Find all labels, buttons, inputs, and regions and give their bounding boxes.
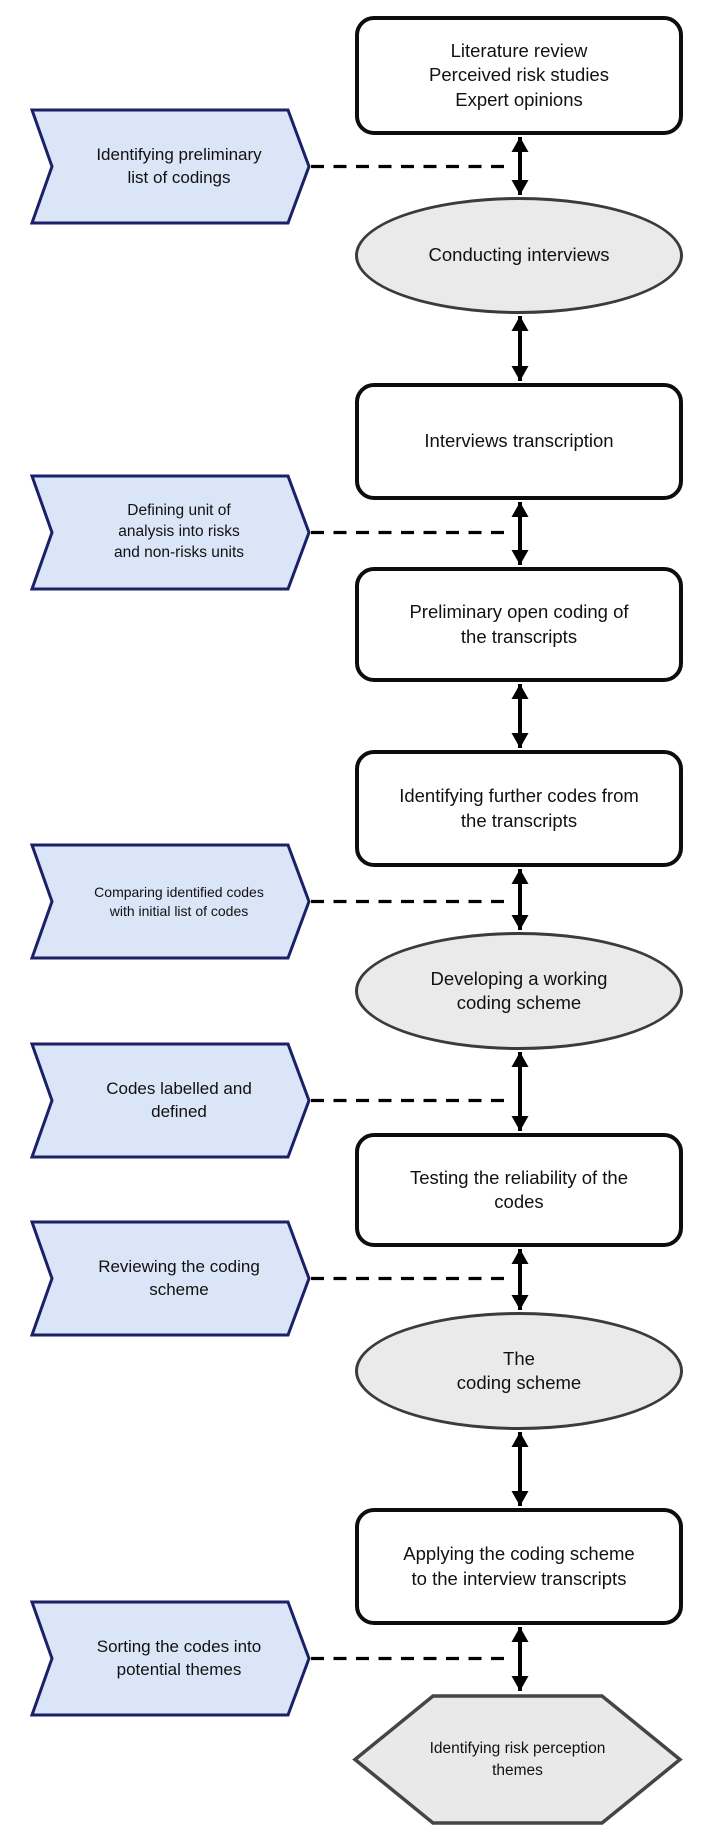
node-testing-reliability: Testing the reliability of the codes [355,1133,683,1247]
node-the-coding-scheme: The coding scheme [355,1312,683,1430]
banner-label: Identifying preliminary list of codings [96,144,262,187]
banner-label: Defining unit of analysis into risks and… [113,502,245,561]
node-identifying-risk-perception-themes: Identifying risk perception themes [352,1693,683,1826]
banner-label: Reviewing the coding scheme [98,1256,260,1299]
banner-shape [30,1220,311,1337]
banner-shape [30,1042,311,1159]
node-applying-coding-scheme: Applying the coding scheme to the interv… [355,1508,683,1625]
node-interviews-transcription: Interviews transcription [355,383,683,500]
banner-label: Comparing identified codes with initial … [94,883,264,919]
node-identifying-further-codes: Identifying further codes from the trans… [355,750,683,867]
banner-shape [30,474,311,591]
banner-shape [30,1600,311,1717]
banner-label: Codes labelled and defined [106,1078,252,1121]
banner-identifying-preliminary-list: Identifying preliminary list of codings [30,108,312,225]
banner-reviewing-coding-scheme: Reviewing the coding scheme [30,1220,312,1337]
node-preliminary-open-coding: Preliminary open coding of the transcrip… [355,567,683,682]
banner-shape [30,843,311,960]
banner-codes-labelled-defined: Codes labelled and defined [30,1042,312,1159]
node-conducting-interviews: Conducting interviews [355,197,683,314]
hexagon-shape [352,1694,683,1825]
banner-comparing-identified-codes: Comparing identified codes with initial … [30,843,312,960]
banner-sorting-codes-into-themes: Sorting the codes into potential themes [30,1600,312,1717]
banner-label: Sorting the codes into potential themes [96,1636,262,1679]
banner-shape [30,108,311,225]
banner-defining-unit-of-analysis: Defining unit of analysis into risks and… [30,474,312,591]
hexagon-label: Identifying risk perception themes [429,1739,606,1779]
node-literature-review: Literature review Perceived risk studies… [355,16,683,135]
node-developing-working-coding-scheme: Developing a working coding scheme [355,932,683,1050]
